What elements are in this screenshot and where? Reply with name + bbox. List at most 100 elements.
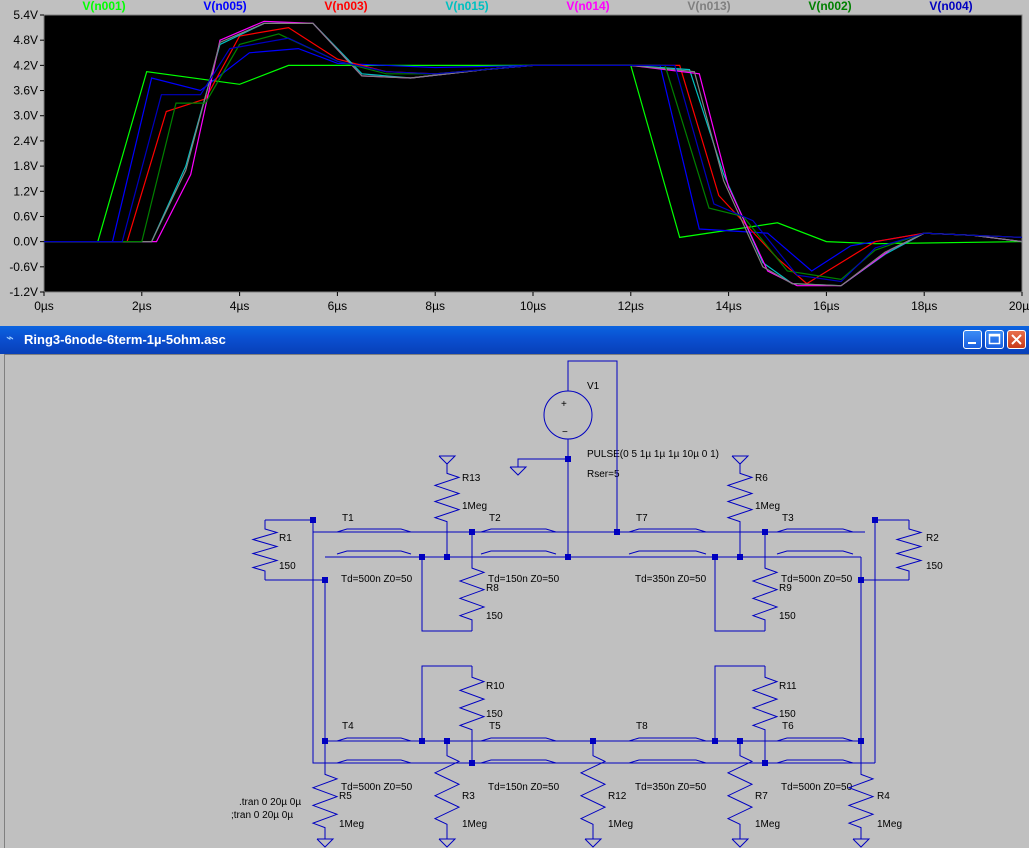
ground-symbol xyxy=(438,838,457,848)
tline-label: T3 xyxy=(782,513,794,524)
x-tick-label: 16µs xyxy=(813,299,839,313)
x-tick-label: 20µs xyxy=(1009,299,1029,313)
resistor-r3[interactable] xyxy=(433,741,461,839)
tline-t4[interactable] xyxy=(336,737,412,742)
resistor-r12[interactable] xyxy=(579,741,607,839)
x-tick-label: 18µs xyxy=(911,299,937,313)
resistor-r13[interactable] xyxy=(433,463,461,532)
tline-label: T5 xyxy=(489,721,501,732)
junction-dot xyxy=(858,738,864,744)
resistor-value: 1Meg xyxy=(608,819,633,830)
resistor-label: R9 xyxy=(779,583,792,594)
resistor-label: R1 xyxy=(279,533,292,544)
plot-area[interactable] xyxy=(43,14,1023,293)
maximize-icon xyxy=(988,333,1001,345)
tline-t6[interactable] xyxy=(776,737,854,742)
voltage-source-v1[interactable] xyxy=(543,390,593,440)
maximize-button[interactable] xyxy=(985,330,1004,349)
resistor-r5[interactable] xyxy=(311,763,339,839)
resistor-r6[interactable] xyxy=(726,463,754,532)
resistor-r11[interactable] xyxy=(751,666,779,741)
tline-t7[interactable] xyxy=(628,528,707,533)
tline-spec: Td=350n Z0=50 xyxy=(635,574,707,585)
resistor-label: R11 xyxy=(779,681,797,692)
resistor-r7[interactable] xyxy=(726,741,754,839)
source-label: V1 xyxy=(587,381,600,392)
wire xyxy=(421,557,472,632)
close-button[interactable] xyxy=(1007,330,1026,349)
waveform-plot-pane[interactable]: V(n001) V(n005) V(n003) V(n015) V(n014) V(n01… xyxy=(0,0,1029,320)
ground-symbol xyxy=(316,838,335,848)
tline-t8[interactable] xyxy=(628,737,707,742)
junction-dot xyxy=(310,517,316,523)
tline-rail xyxy=(776,550,854,555)
trace-label[interactable]: V(n003) xyxy=(324,0,367,13)
resistor-r8[interactable] xyxy=(458,557,486,631)
trace-label[interactable]: V(n002) xyxy=(808,0,851,13)
ground-symbol xyxy=(731,455,750,465)
resistor-label: R12 xyxy=(608,791,627,802)
resistor-label: R3 xyxy=(462,791,475,802)
resistor-value: 1Meg xyxy=(462,819,487,830)
tline-rail xyxy=(628,759,707,764)
tline-t2[interactable] xyxy=(480,528,557,533)
wire xyxy=(517,458,568,467)
ground-symbol xyxy=(731,838,750,848)
resistor-value: 150 xyxy=(779,611,796,622)
resistor-r4[interactable] xyxy=(847,763,875,839)
minimize-icon xyxy=(968,342,976,344)
y-tick-label: 5.4V xyxy=(13,8,38,22)
tline-rail xyxy=(336,550,412,555)
x-tick-label: 10µs xyxy=(520,299,546,313)
tline-t3[interactable] xyxy=(776,528,854,533)
wire xyxy=(421,665,472,741)
tline-rail xyxy=(628,550,707,555)
trace-label[interactable]: V(n004) xyxy=(929,0,972,13)
tline-rail xyxy=(480,550,557,555)
spice-directive: .tran 0 20µ 0µ xyxy=(239,797,301,808)
resistor-value: 150 xyxy=(486,709,503,720)
trace-label[interactable]: V(n014) xyxy=(566,0,609,13)
source-minus: − xyxy=(562,427,568,438)
y-tick-label: 0.0V xyxy=(13,235,38,249)
x-tick-label: 8µs xyxy=(425,299,445,313)
tline-t1[interactable] xyxy=(336,528,412,533)
trace-label[interactable]: V(n005) xyxy=(203,0,246,13)
trace-label[interactable]: V(n001) xyxy=(82,0,125,13)
resistor-value: 1Meg xyxy=(462,501,487,512)
minimize-button[interactable] xyxy=(963,330,982,349)
ltspice-app-icon: ⌁ xyxy=(6,331,14,346)
ground-symbol xyxy=(438,455,457,465)
resistor-r10[interactable] xyxy=(458,666,486,741)
tline-rail xyxy=(480,759,557,764)
tline-spec: Td=500n Z0=50 xyxy=(781,782,853,793)
y-tick-label: 0.6V xyxy=(13,209,38,223)
tline-label: T1 xyxy=(342,513,354,524)
wire xyxy=(567,360,618,532)
resistor-r9[interactable] xyxy=(751,557,779,631)
trace-label[interactable]: V(n015) xyxy=(445,0,488,13)
resistor-label: R13 xyxy=(462,473,481,484)
tline-spec: Td=500n Z0=50 xyxy=(781,574,853,585)
resistor-label: R2 xyxy=(926,533,939,544)
resistor-r2[interactable] xyxy=(895,520,923,580)
resistor-value: 1Meg xyxy=(755,501,780,512)
x-tick-label: 2µs xyxy=(132,299,152,313)
waveform-plot[interactable]: V(n001) V(n005) V(n003) V(n015) V(n014) V(n01… xyxy=(0,0,1029,320)
y-tick-label: 1.2V xyxy=(13,184,38,198)
resistor-value: 1Meg xyxy=(877,819,902,830)
window-titlebar[interactable]: ⌁ Ring3-6node-6term-1µ-5ohm.asc xyxy=(0,326,1029,354)
tline-label: T2 xyxy=(489,513,501,524)
resistor-label: R8 xyxy=(486,583,499,594)
source-spec: PULSE(0 5 1µ 1µ 1µ 10µ 0 1) xyxy=(587,449,719,460)
tline-spec: Td=500n Z0=50 xyxy=(341,574,413,585)
trace-label[interactable]: V(n013) xyxy=(687,0,730,13)
resistor-r1[interactable] xyxy=(251,520,279,580)
x-tick-label: 14µs xyxy=(715,299,741,313)
resistor-label: R10 xyxy=(486,681,505,692)
tline-t5[interactable] xyxy=(480,737,557,742)
resistor-value: 150 xyxy=(486,611,503,622)
